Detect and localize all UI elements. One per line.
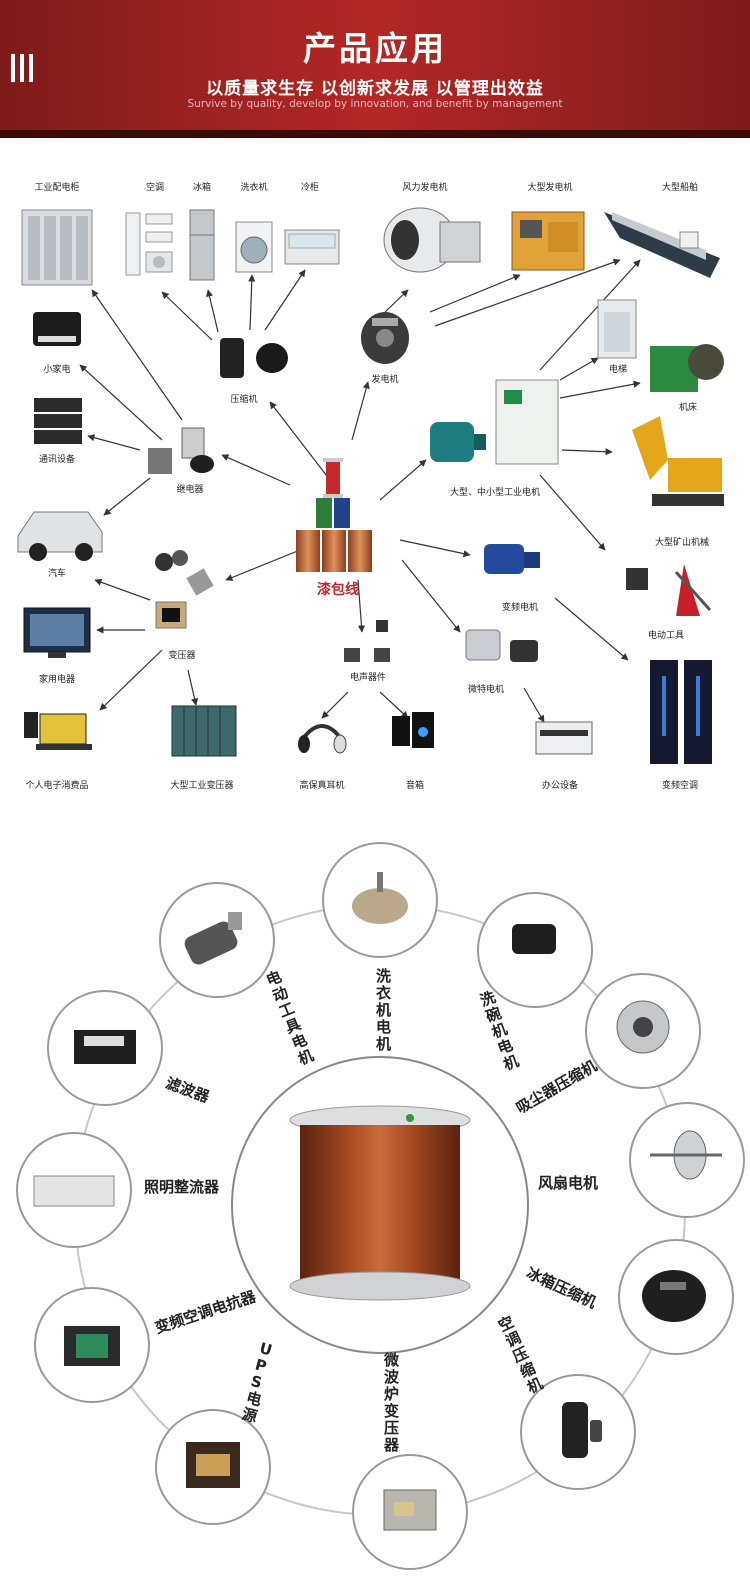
label-household-appliance: 家用电器 — [39, 673, 75, 685]
label-personal-electronics: 个人电子消费品 — [25, 779, 88, 791]
center-label: 漆包线 — [317, 581, 359, 598]
satellite-vacuum-compressor — [585, 973, 701, 1089]
personal-electronics-icon — [24, 712, 92, 750]
satellite-power-tool-motor — [159, 882, 275, 998]
label-industrial-cabinet: 工业配电柜 — [34, 181, 79, 193]
label-speakers: 音箱 — [406, 779, 424, 791]
inverter-ac-icon — [650, 660, 712, 764]
ring-label-microwave-transformer: 微波炉变压器 — [384, 1351, 400, 1454]
compressor-icon — [220, 338, 288, 378]
label-small-appliance: 小家电 — [43, 363, 70, 375]
label-washing-machine: 洗衣机 — [240, 181, 267, 193]
label-compressor: 压缩机 — [230, 393, 257, 405]
label-mining-machinery: 大型矿山机械 — [655, 536, 709, 548]
transformer-icon — [155, 601, 187, 629]
car-icon — [17, 511, 103, 561]
satellite-filter — [47, 990, 163, 1106]
washing-machine-icon — [235, 221, 273, 273]
satellite-washing-motor — [322, 842, 438, 958]
label-elevator: 电梯 — [609, 363, 627, 375]
banner-divider — [0, 130, 750, 138]
wind-generator-icon — [383, 207, 481, 273]
page-subtitle-english: Survive by quality, develop by innovatio… — [187, 98, 563, 110]
large-transformer-icon — [171, 705, 237, 757]
header-banner: 产品应用 以质量求生存 以创新求发展 以管理出效益 Survive by qua… — [0, 0, 750, 138]
headphones-icon — [298, 724, 347, 754]
acoustic-device-icon — [344, 620, 390, 662]
satellite-ups-power — [155, 1409, 271, 1525]
label-inverter-motor: 变频电机 — [502, 601, 538, 613]
label-wind-generator: 风力发电机 — [402, 181, 447, 193]
ring-label-washing-motor-v: 洗衣机电机 — [376, 967, 392, 1053]
label-large-ship: 大型船舶 — [662, 181, 698, 193]
small-appliance-icon — [33, 312, 81, 346]
industrial-motor-icon — [430, 379, 559, 465]
household-appliance-icon — [23, 607, 91, 658]
generator-icon — [361, 312, 409, 364]
air-conditioner-icon — [125, 212, 173, 276]
ring-label-lighting-rectifier: 照明整流器 — [144, 1178, 220, 1196]
power-tools-icon — [626, 564, 712, 616]
label-refrigerator: 冰箱 — [193, 181, 211, 193]
copper-wire-spool-icon — [289, 1105, 471, 1301]
page-title: 产品应用 — [303, 29, 447, 68]
inverter-motor-icon — [484, 544, 540, 574]
label-car: 汽车 — [48, 567, 66, 579]
label-office-equipment: 办公设备 — [542, 779, 578, 791]
label-inverter-ac: 变频空调 — [662, 779, 698, 791]
machine-tool-icon — [650, 344, 724, 392]
label-relay: 继电器 — [176, 483, 203, 495]
large-ship-icon — [604, 212, 720, 278]
office-equipment-icon — [535, 721, 593, 755]
label-machine-tool: 机床 — [679, 401, 697, 413]
speakers-icon — [392, 712, 434, 748]
label-power-tools: 电动工具 — [648, 629, 684, 641]
applications-map: 工业配电柜 空调 冰箱 洗衣机 冷柜 风力发电机 大型发电机 大型船舶 小家电 … — [17, 181, 724, 791]
label-micro-motor: 微特电机 — [468, 683, 504, 695]
label-freezer: 冷柜 — [301, 181, 319, 193]
refrigerator-icon — [189, 209, 215, 281]
label-large-generator: 大型发电机 — [527, 181, 572, 193]
industrial-cabinet-icon — [21, 209, 93, 286]
satellite-ac-compressor — [520, 1374, 636, 1490]
micro-motor-icon — [465, 629, 538, 662]
label-large-transformer: 大型工业变压器 — [170, 779, 233, 791]
label-industrial-motor: 大型、中小型工业电机 — [450, 486, 540, 498]
label-acoustic-device: 电声器件 — [350, 671, 386, 683]
label-communication: 通讯设备 — [39, 453, 75, 465]
page-subtitle: 以质量求生存 以创新求发展 以管理出效益 — [206, 79, 544, 99]
satellite-dishwasher-motor — [477, 892, 593, 1008]
label-transformer: 变压器 — [168, 649, 195, 661]
satellite-fridge-compressor — [618, 1239, 734, 1355]
label-air-conditioner: 空调 — [146, 181, 164, 193]
ring-label-fan-motor: 风扇电机 — [538, 1174, 599, 1192]
satellite-lighting-rectifier — [16, 1132, 132, 1248]
large-generator-icon — [511, 211, 585, 271]
communication-equipment-icon — [34, 398, 82, 444]
mining-machinery-icon — [632, 416, 724, 506]
freezer-icon — [284, 229, 340, 265]
label-generator: 发电机 — [371, 373, 398, 385]
menu-bars-icon — [11, 54, 33, 82]
wire-uses-diagram — [16, 842, 745, 1570]
enameled-wire-spools-icon — [296, 458, 372, 572]
elevator-icon — [597, 299, 637, 359]
small-components-icon — [155, 550, 214, 596]
label-hifi-headphones: 高保真耳机 — [299, 779, 344, 791]
relay-icon — [148, 427, 214, 474]
satellite-inverter-reactor — [34, 1287, 150, 1403]
connection-arrows — [79, 258, 641, 723]
satellite-microwave-transformer — [352, 1454, 468, 1570]
satellite-fan-motor — [629, 1102, 745, 1218]
